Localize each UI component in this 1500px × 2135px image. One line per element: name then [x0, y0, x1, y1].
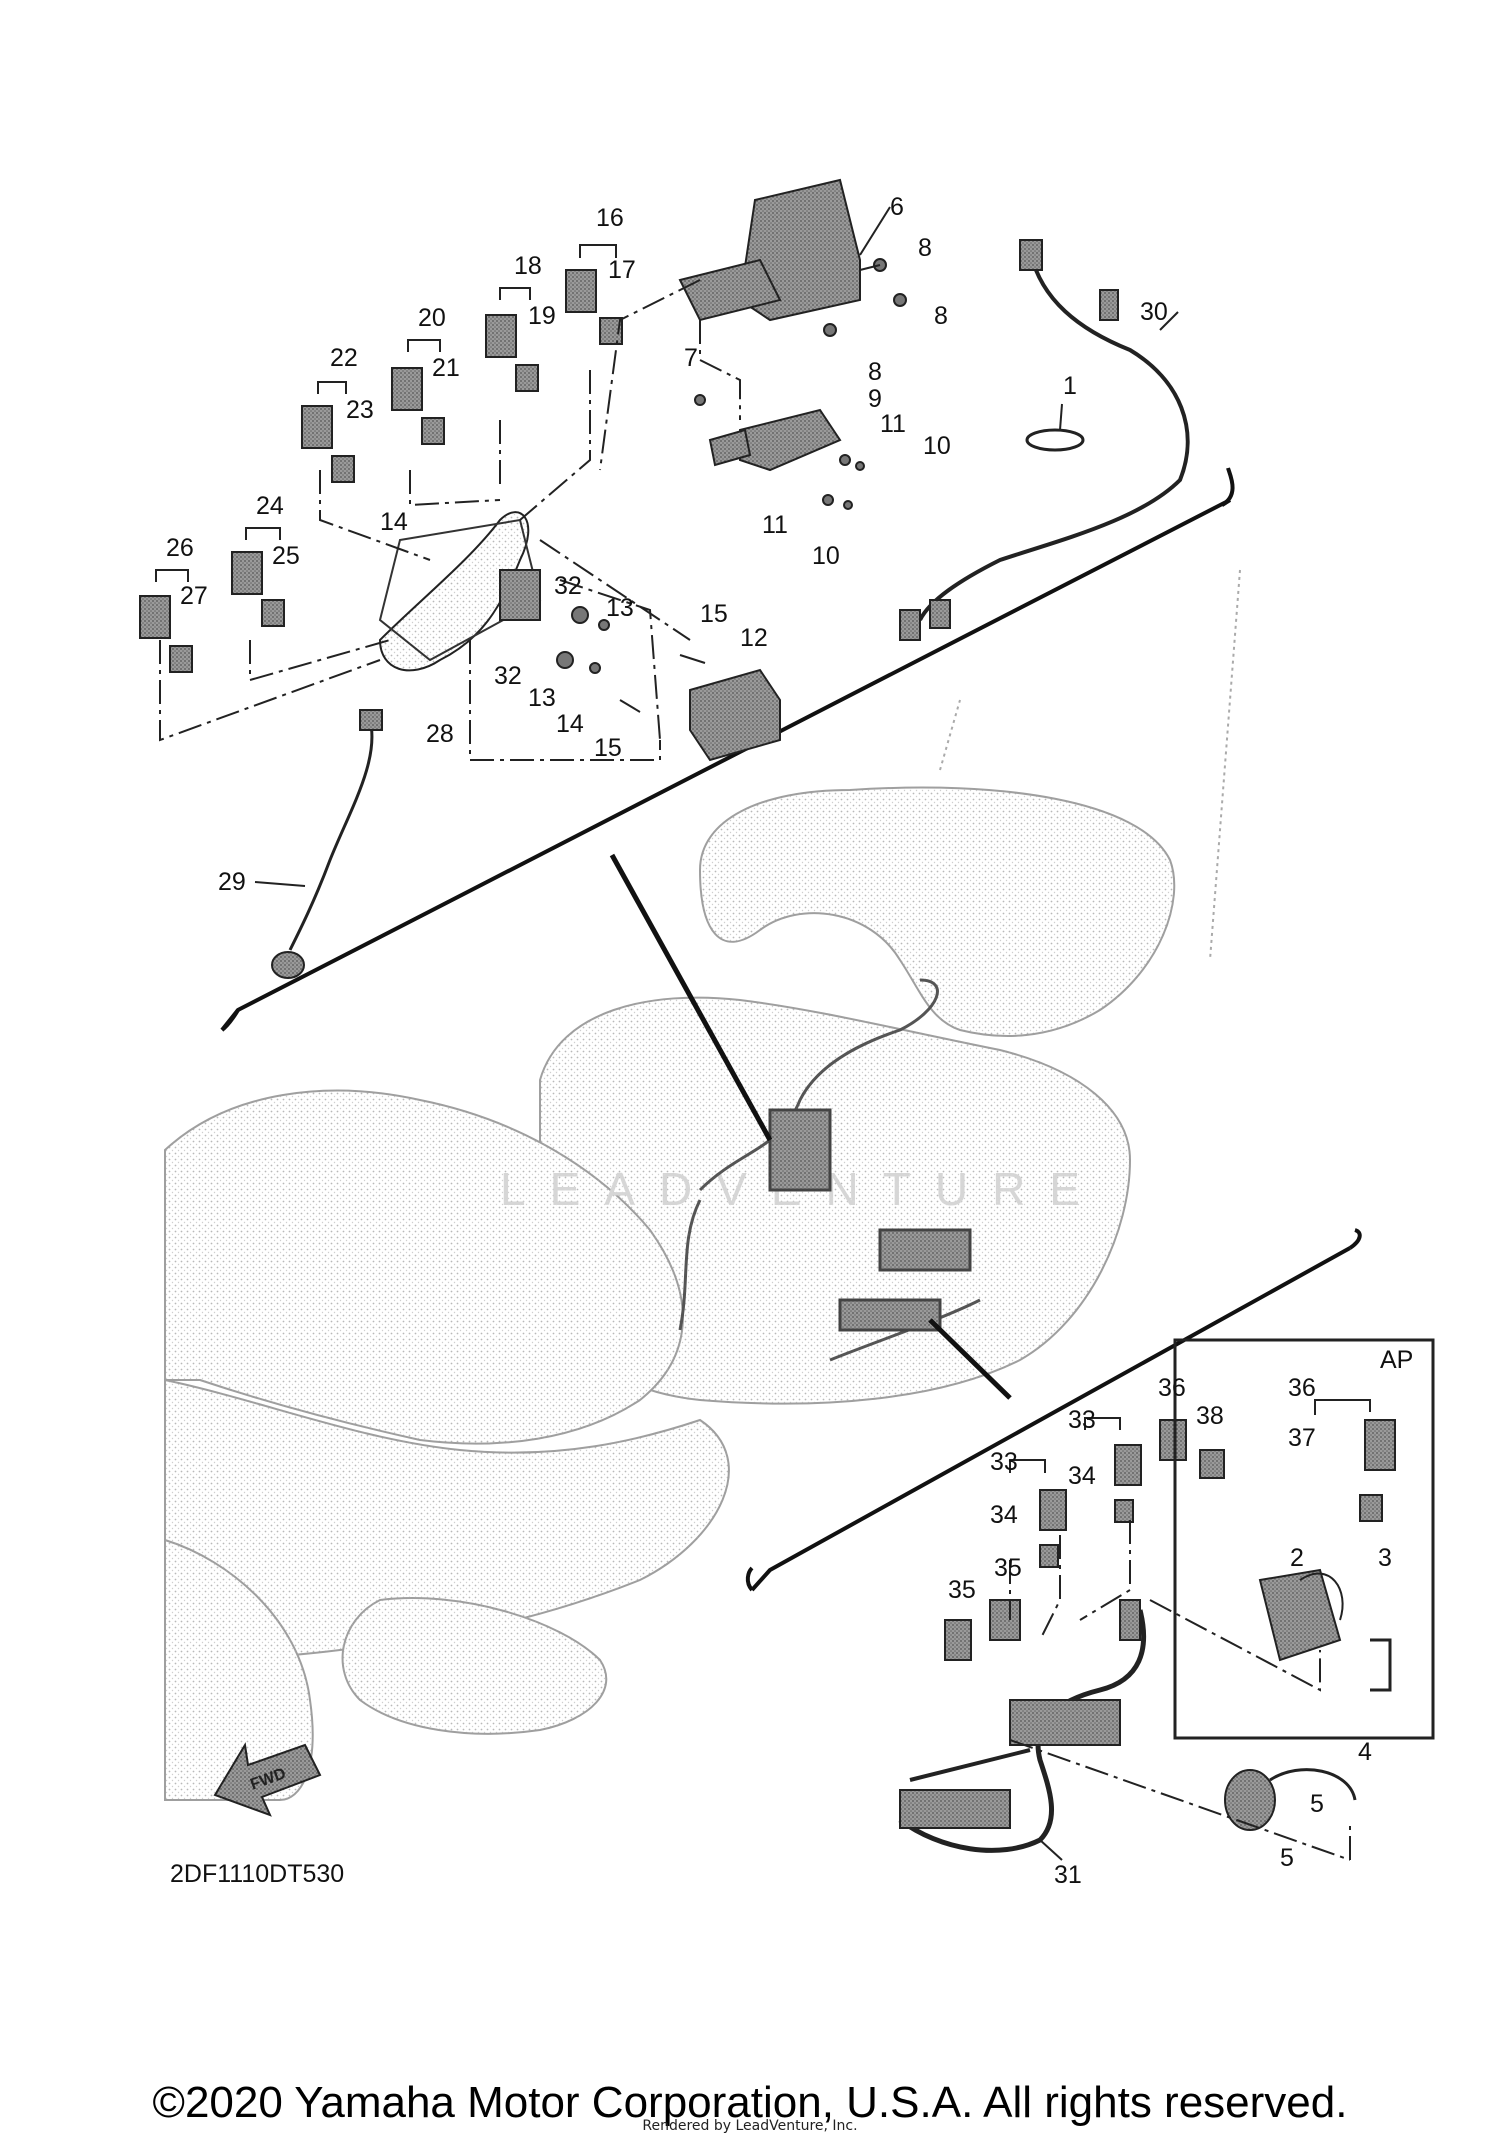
callout-10a: 10 — [923, 432, 951, 460]
callout-34a: 34 — [990, 1501, 1018, 1529]
callout-8b: 8 — [934, 302, 948, 330]
callout-21: 21 — [432, 354, 460, 382]
callout-25: 25 — [272, 542, 300, 570]
callout-36a: 36 — [1158, 1374, 1186, 1402]
rendered-by-notice: Rendered by LeadVenture, Inc. — [642, 2118, 858, 2134]
callout-32b: 32 — [494, 662, 522, 690]
copyright-notice: ©2020 Yamaha Motor Corporation, U.S.A. A… — [152, 2078, 1348, 2127]
callout-8a: 8 — [918, 234, 932, 262]
section-brackets — [220, 467, 1362, 1592]
callout-15b: 15 — [594, 734, 622, 762]
callout-22: 22 — [330, 344, 358, 372]
callout-24: 24 — [256, 492, 284, 520]
callout-28: 28 — [426, 720, 454, 748]
callout-14b: 14 — [556, 710, 584, 738]
callout-29: 29 — [218, 868, 246, 896]
callout-17: 17 — [608, 256, 636, 284]
callout-33a: 33 — [990, 1448, 1018, 1476]
lower-assembly — [898, 1338, 1435, 1861]
callout-37: 37 — [1288, 1424, 1316, 1452]
ap-kit-box — [1173, 1338, 1435, 1740]
callout-14a: 14 — [380, 508, 408, 536]
callout-labels: 1 2 3 4 5 5 6 7 8 8 8 9 10 10 11 11 12 1… — [166, 193, 1413, 1889]
callout-6: 6 — [890, 193, 904, 221]
callout-3: 3 — [1378, 1544, 1392, 1572]
callout-18: 18 — [514, 252, 542, 280]
callout-27: 27 — [180, 582, 208, 610]
callout-26: 26 — [166, 534, 194, 562]
upper-assembly — [139, 178, 1190, 979]
callout-19: 19 — [528, 302, 556, 330]
installed-harness — [678, 978, 981, 1362]
callout-leaders — [254, 311, 1179, 1861]
callout-32a: 32 — [554, 572, 582, 600]
callout-10b: 10 — [812, 542, 840, 570]
callout-1: 1 — [1063, 372, 1077, 400]
callout-16: 16 — [596, 204, 624, 232]
callout-12: 12 — [740, 624, 768, 652]
fwd-arrow: FWD — [213, 1742, 322, 1817]
callout-30: 30 — [1140, 298, 1168, 326]
callout-34b: 34 — [1068, 1462, 1096, 1490]
callout-11b: 11 — [762, 511, 788, 539]
motorcycle-illustration — [164, 786, 1176, 1801]
callout-35b: 35 — [994, 1554, 1022, 1582]
callout-2: 2 — [1290, 1544, 1304, 1572]
callout-36b: 36 — [1288, 1374, 1316, 1402]
callout-35a: 35 — [948, 1576, 976, 1604]
kit-label: AP — [1380, 1346, 1413, 1374]
callout-13b: 13 — [528, 684, 556, 712]
callout-7: 7 — [684, 344, 698, 372]
callout-23: 23 — [346, 396, 374, 424]
diagram-code: 2DF1110DT530 — [170, 1860, 344, 1888]
callout-5b: 5 — [1280, 1844, 1294, 1872]
callout-13a: 13 — [606, 594, 634, 622]
callout-38: 38 — [1196, 1402, 1224, 1430]
callout-11a: 11 — [880, 410, 906, 438]
callout-33b: 33 — [1068, 1406, 1096, 1434]
callout-9: 9 — [868, 385, 882, 413]
callout-15a: 15 — [700, 600, 728, 628]
rear-outline — [939, 569, 1241, 961]
callout-5a: 5 — [1310, 1790, 1324, 1818]
callout-8c: 8 — [868, 358, 882, 386]
callout-4: 4 — [1358, 1738, 1372, 1766]
callout-31: 31 — [1054, 1861, 1082, 1889]
callout-20: 20 — [418, 304, 446, 332]
